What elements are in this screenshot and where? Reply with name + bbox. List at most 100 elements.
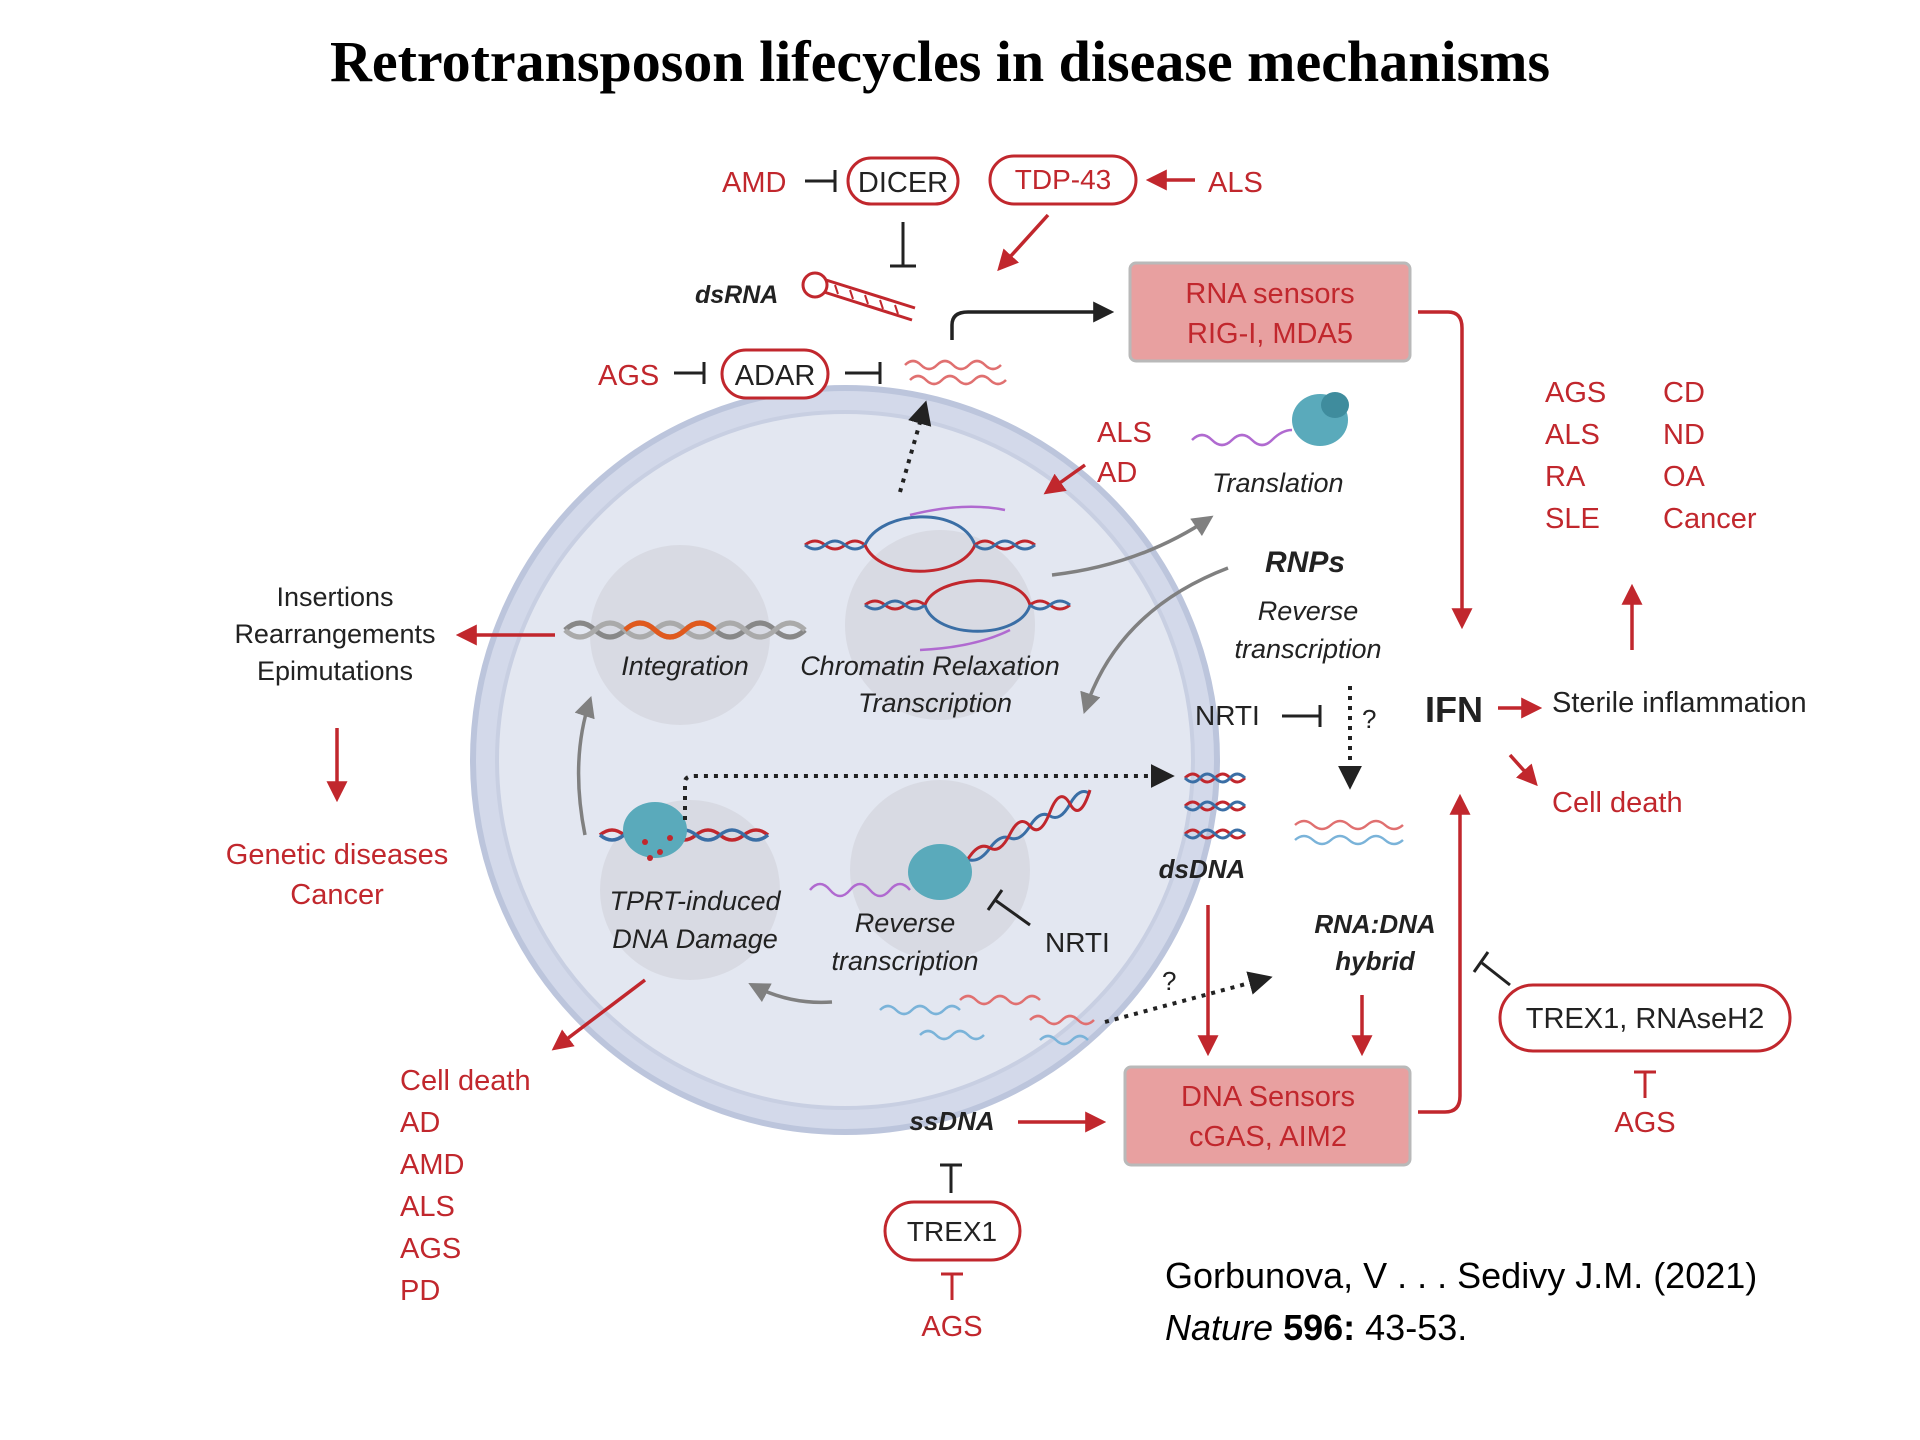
tdp43-box <box>988 154 1138 206</box>
insertions-label: Insertions <box>276 582 393 612</box>
dsrna-label: dsRNA <box>695 281 778 309</box>
right-disease-col1-3: SLE <box>1545 503 1600 535</box>
tprt-damage-icon <box>598 802 770 861</box>
tdp43-to-rna-arrow <box>997 213 1050 272</box>
tdp43-label: TDP-43 <box>1015 164 1111 195</box>
amd-dicer-inhibit <box>805 170 837 192</box>
nrti-rnps-inhibit <box>1282 705 1322 727</box>
hybrid-line2: hybrid <box>1335 946 1416 976</box>
genetic-cancer-label: Cancer <box>290 879 384 911</box>
chromatin-to-translation-arrow <box>1051 515 1214 577</box>
dsdna-label: dsDNA <box>1159 854 1246 884</box>
tprt-to-cell-death-arrow <box>551 978 647 1051</box>
rna-to-sensors-arrow <box>950 301 1115 340</box>
bottom-cell-death-1: AD <box>400 1107 440 1139</box>
ags-trex1-inhibit <box>941 1272 963 1300</box>
als-translation-label: ALS <box>1097 417 1152 449</box>
dicer-label: DICER <box>858 167 948 199</box>
ifn-cell-death-label: Cell death <box>1552 787 1683 819</box>
ssdna-squiggles-icon <box>879 994 1095 1046</box>
nrti-rnps-label: NRTI <box>1195 700 1260 731</box>
ags-adar-inhibit <box>674 362 706 384</box>
als-top-label: ALS <box>1208 167 1263 199</box>
rna-sensors-to-ifn-arrow <box>1418 310 1473 630</box>
dna-sensors-to-ifn-arrow <box>1418 793 1471 1114</box>
dna-sensors-line2: cGAS, AIM2 <box>1189 1121 1347 1153</box>
disease-to-translation-arrow <box>1043 463 1087 495</box>
tprt-to-integration-arrow <box>574 696 595 836</box>
nrti-nucleus-inhibit <box>986 889 1031 927</box>
dna-sensors-line1: DNA Sensors <box>1181 1081 1355 1113</box>
trex1-box <box>883 1200 1022 1262</box>
right-disease-col2-2: OA <box>1663 461 1706 493</box>
ribosome-icon <box>1191 392 1349 447</box>
translation-label: Translation <box>1212 468 1344 498</box>
citation-authors: Gorbunova, V . . . Sedivy J.M. (2021) <box>1165 1255 1758 1296</box>
ssdna-to-hybrid-dotted <box>1104 971 1273 1024</box>
trex-rnaseh2-label: TREX1, RNAseH2 <box>1526 1003 1765 1035</box>
nrti-nucleus-label: NRTI <box>1045 927 1110 958</box>
rearrangements-label: Rearrangements <box>234 619 435 649</box>
rt-to-tprt-arrow <box>748 983 833 1005</box>
ags-trex-right-label: AGS <box>1614 1107 1675 1139</box>
rnps-rt-line2: transcription <box>1234 634 1381 664</box>
citation-journal: Nature <box>1165 1307 1274 1349</box>
citation-volume: 596: <box>1283 1307 1356 1349</box>
right-disease-col1-2: RA <box>1545 461 1586 493</box>
tprt-to-dsdna-dotted <box>683 764 1175 820</box>
ssdna-hybrid-question: ? <box>1162 966 1176 996</box>
rna-squiggle-icon <box>904 359 1007 386</box>
integration-helix-icon <box>563 620 807 640</box>
bottom-cell-death-2: AMD <box>400 1149 464 1181</box>
nucleus <box>470 385 1220 1135</box>
chromatin-relaxation-label: Chromatin Relaxation <box>800 651 1060 681</box>
amd-top-label: AMD <box>722 167 786 199</box>
ifn-to-cell-death-arrow <box>1508 753 1538 787</box>
trex-rnaseh2-box <box>1498 983 1792 1053</box>
bottom-cell-death-5: PD <box>400 1275 440 1307</box>
adar-inhibit <box>845 362 882 384</box>
rna-sensors-box <box>1128 261 1412 363</box>
dicer-inhibit <box>890 222 916 268</box>
dna-sensors-box <box>1123 1065 1412 1167</box>
right-disease-col2-1: ND <box>1663 419 1705 451</box>
adar-label: ADAR <box>735 360 816 392</box>
tprt-label-line1: TPRT-induced <box>609 886 781 916</box>
trex1-label: TREX1 <box>907 1216 997 1247</box>
citation: Gorbunova, V . . . Sedivy J.M. (2021) Na… <box>1165 1250 1757 1354</box>
nucleus-rt-line2: transcription <box>831 946 978 976</box>
dsrna-hairpin-icon <box>801 271 916 322</box>
right-disease-col2-0: CD <box>1663 377 1705 409</box>
nucleus-rt-line1: Reverse <box>855 908 956 938</box>
figure-title: Retrotransposon lifecycles in disease me… <box>329 29 1551 94</box>
citation-pages: 43-53. <box>1365 1307 1468 1349</box>
hybrid-squiggle-icon <box>1294 819 1404 846</box>
ifn-label: IFN <box>1425 689 1483 730</box>
chromatin-zone <box>845 530 1035 720</box>
trex-rnaseh2-inhibit <box>1472 951 1511 987</box>
rnps-rt-line1: Reverse <box>1258 596 1359 626</box>
hybrid-line1: RNA:DNA <box>1314 909 1435 939</box>
right-disease-col1-1: ALS <box>1545 419 1600 451</box>
transcription-label: Transcription <box>858 688 1012 718</box>
adar-box <box>720 348 830 400</box>
bottom-cell-death-0: Cell death <box>400 1065 531 1097</box>
right-disease-col2-3: Cancer <box>1663 503 1757 535</box>
dsdna-icon <box>1183 772 1247 840</box>
bottom-cell-death-3: ALS <box>400 1191 455 1223</box>
bottom-cell-death-4: AGS <box>400 1233 461 1265</box>
rnps-question-mark: ? <box>1362 704 1376 734</box>
dicer-box <box>846 156 960 206</box>
tprt-label-line2: DNA Damage <box>612 924 778 954</box>
epimutations-label: Epimutations <box>257 656 413 686</box>
rt-enzyme-icon <box>809 789 1092 900</box>
rna-sensors-line2: RIG-I, MDA5 <box>1187 318 1353 350</box>
rnps-label: RNPs <box>1265 546 1345 579</box>
right-disease-col1-0: AGS <box>1545 377 1606 409</box>
sterile-inflammation-label: Sterile inflammation <box>1552 687 1807 719</box>
ags-trex-right-inhibit <box>1634 1070 1656 1098</box>
rna-sensors-line1: RNA sensors <box>1185 278 1354 310</box>
ags-top-label: AGS <box>598 360 659 392</box>
ssdna-label: ssDNA <box>909 1106 994 1136</box>
